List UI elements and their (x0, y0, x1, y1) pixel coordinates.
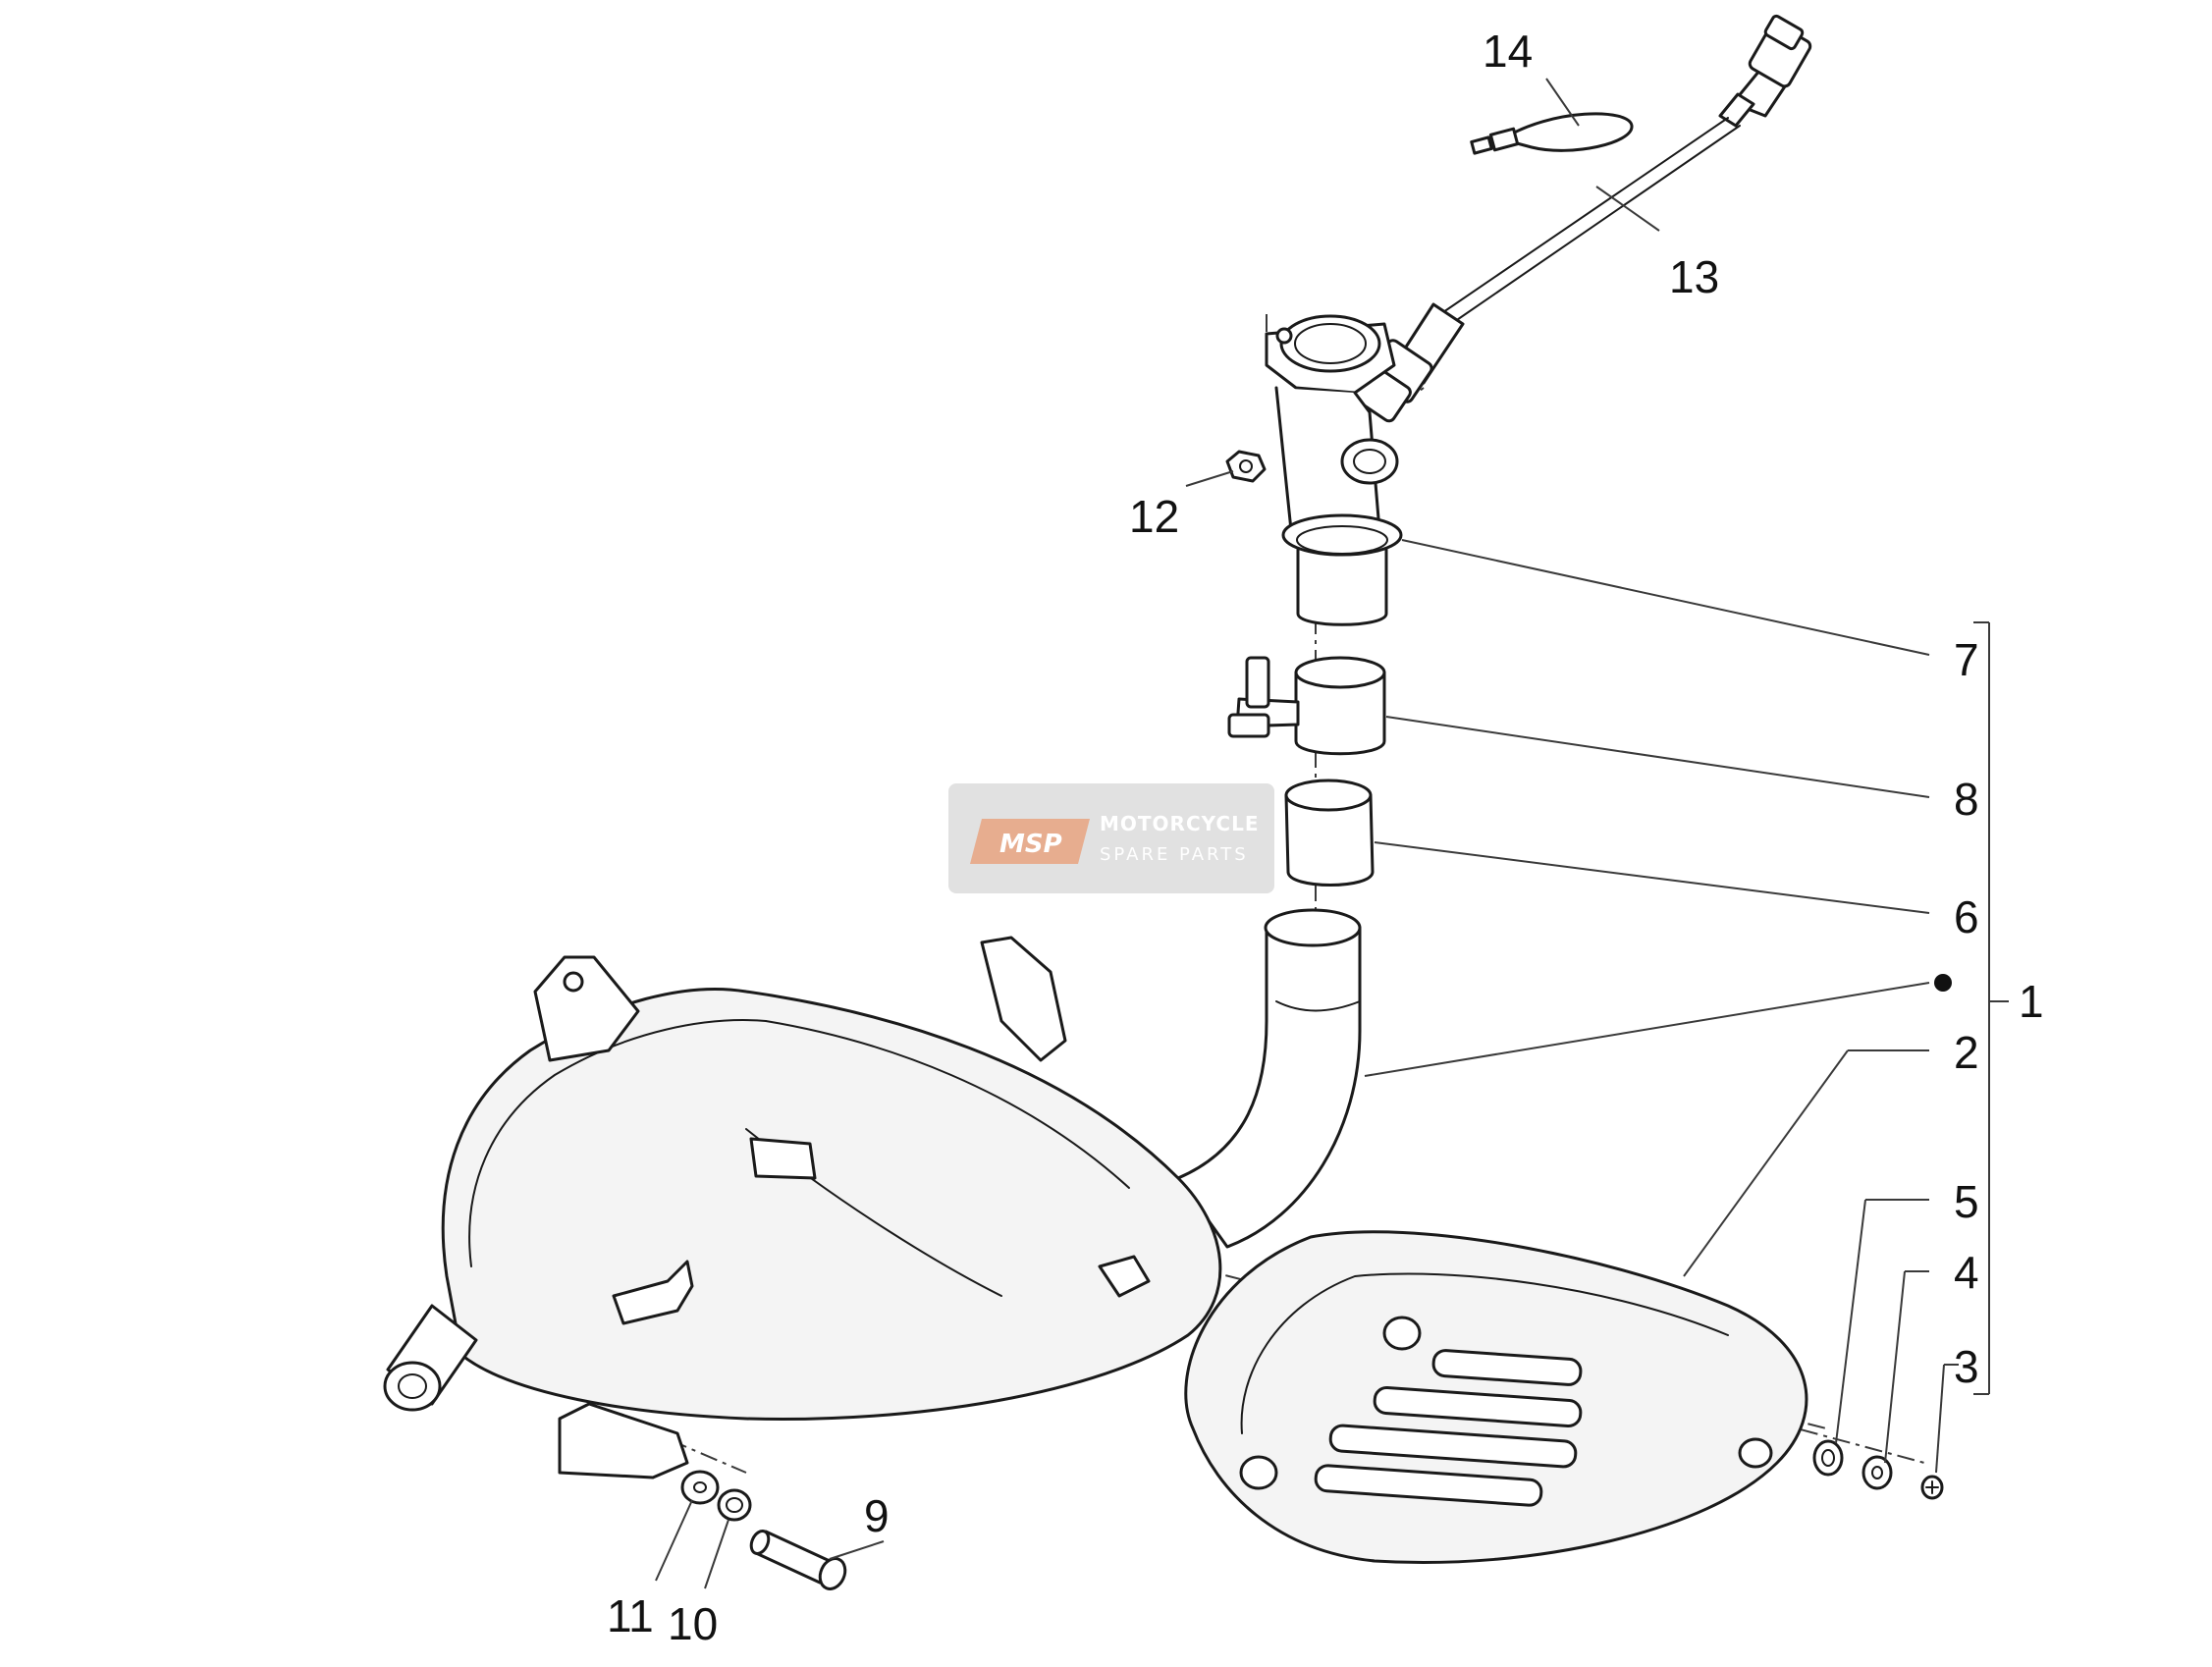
clamp-part-8[interactable] (1227, 656, 1386, 756)
callout-9: 9 (864, 1490, 890, 1541)
callout-8: 8 (1954, 774, 1979, 825)
callout-14: 14 (1483, 26, 1533, 77)
callout-2: 2 (1954, 1027, 1979, 1078)
callout-4: 4 (1954, 1247, 1979, 1298)
callout-3: 3 (1954, 1341, 1979, 1392)
washer-part-4[interactable] (1861, 1455, 1893, 1490)
callout-12: 12 (1129, 491, 1179, 542)
callout-7: 7 (1954, 634, 1979, 685)
muffler-part-1[interactable] (383, 908, 1362, 1479)
callout-1: 1 (2019, 976, 2044, 1027)
cable-tie-part-14[interactable] (1470, 112, 1634, 155)
sleeve-part-6[interactable] (1284, 779, 1375, 887)
gasket-pipe-part-7[interactable] (1281, 513, 1403, 626)
watermark-line-1: MOTORCYCLE (1100, 812, 1259, 835)
watermark-line-2: SPARE PARTS (1100, 844, 1249, 865)
lambda-sensor-part-13[interactable] (1348, 14, 1812, 423)
grommet-part-5[interactable] (1812, 1439, 1844, 1477)
spring-washer-part-10[interactable] (717, 1488, 752, 1522)
watermark-logo-text: MSP (999, 830, 1062, 859)
exhaust-manifold[interactable] (1265, 314, 1399, 532)
heat-shield-part-2[interactable] (1184, 1230, 1808, 1565)
callout-labels: 14 13 12 7 8 6 1 2 5 4 3 9 11 10 (607, 26, 2044, 1649)
callout-6: 6 (1954, 891, 1979, 942)
watermark: MSP MOTORCYCLE SPARE PARTS (948, 783, 1274, 893)
callout-13: 13 (1669, 251, 1719, 302)
leader-lines (655, 78, 2009, 1589)
assembly-dot (1934, 974, 1952, 992)
nut-part-12[interactable] (1225, 450, 1267, 483)
callout-5: 5 (1954, 1176, 1979, 1227)
screw-part-3[interactable] (1920, 1475, 1944, 1500)
bolt-part-9[interactable] (748, 1529, 850, 1593)
callout-11: 11 (607, 1590, 654, 1641)
washer-part-11[interactable] (680, 1470, 720, 1505)
callout-10: 10 (668, 1598, 718, 1649)
